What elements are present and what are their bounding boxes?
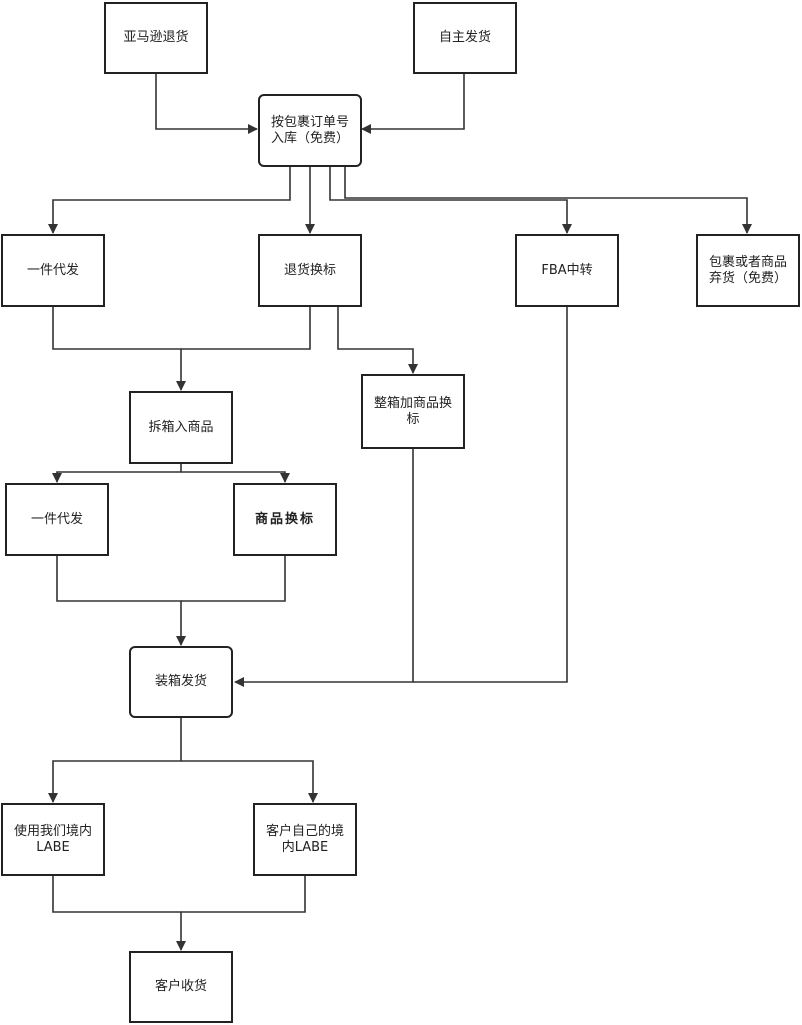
node-customer-receive-label: 客户收货	[154, 979, 207, 994]
node-dropship-1: 一件代发	[1, 234, 105, 307]
node-inbound: 按包裹订单号 入库（免费）	[258, 94, 362, 167]
edge-dropship-2-to-pack-ship	[56, 556, 186, 646]
node-carton-relabel-label: 整箱加商品换 标	[373, 395, 452, 427]
edge-dropship-1-to-unbox	[52, 307, 186, 391]
node-dropship-2: 一件代发	[5, 483, 109, 556]
node-amazon-return: 亚马逊退货	[104, 2, 208, 74]
edge-amazon-return-to-inbound	[155, 73, 258, 134]
edge-return-relabel-to-unbox	[181, 307, 311, 350]
node-return-relabel: 退货换标	[258, 234, 362, 307]
edge-self-ship-to-inbound	[361, 73, 465, 134]
edge-inbound-to-fba-transfer	[329, 167, 572, 234]
edge-pack-ship-to-our-label	[48, 718, 182, 803]
node-unbox: 拆箱入商品	[129, 391, 233, 464]
node-self-ship: 自主发货	[413, 2, 517, 74]
edge-unbox-to-product-relabel	[181, 471, 290, 483]
node-unbox-label: 拆箱入商品	[148, 419, 214, 435]
node-fba-transfer: FBA中转	[515, 234, 619, 307]
node-abandon-label: 包裹或者商品 弃货（免费）	[708, 254, 787, 286]
edge-product-relabel-to-pack-ship	[181, 556, 286, 602]
node-customer-label-label: 客户自己的境 内LABE	[265, 823, 344, 855]
node-customer-label: 客户自己的境 内LABE	[253, 803, 357, 876]
node-self-ship-label: 自主发货	[438, 30, 491, 45]
node-pack-ship: 装箱发货	[129, 646, 233, 718]
node-dropship-1-label: 一件代发	[26, 262, 79, 278]
node-our-label-label: 使用我们境内 LABE	[13, 823, 92, 855]
edge-unbox-to-dropship-2	[52, 464, 182, 483]
edge-our-label-to-customer-receive	[52, 876, 186, 951]
node-customer-receive: 客户收货	[129, 951, 233, 1023]
node-our-label: 使用我们境内 LABE	[1, 803, 105, 876]
node-carton-relabel: 整箱加商品换 标	[361, 374, 465, 449]
node-amazon-return-label: 亚马逊退货	[123, 30, 189, 45]
edge-return-relabel-to-carton-relabel	[337, 307, 418, 374]
node-return-relabel-label: 退货换标	[283, 262, 336, 278]
edge-inbound-to-dropship-1	[48, 167, 291, 234]
node-fba-transfer-label: FBA中转	[541, 262, 593, 278]
node-abandon: 包裹或者商品 弃货（免费）	[696, 234, 800, 307]
node-dropship-2-label: 一件代发	[30, 511, 83, 527]
node-pack-ship-label: 装箱发货	[154, 674, 207, 689]
edge-inbound-to-abandon	[344, 167, 752, 234]
edge-customer-label-to-customer-receive	[181, 876, 306, 913]
edge-pack-ship-to-customer-label	[181, 760, 318, 803]
edge-fba-transfer-to-pack-ship	[413, 307, 568, 683]
node-product-relabel: 商品换标	[233, 483, 337, 556]
node-product-relabel-label: 商品换标	[254, 511, 315, 527]
node-inbound-label: 按包裹订单号 入库（免费）	[270, 114, 349, 146]
